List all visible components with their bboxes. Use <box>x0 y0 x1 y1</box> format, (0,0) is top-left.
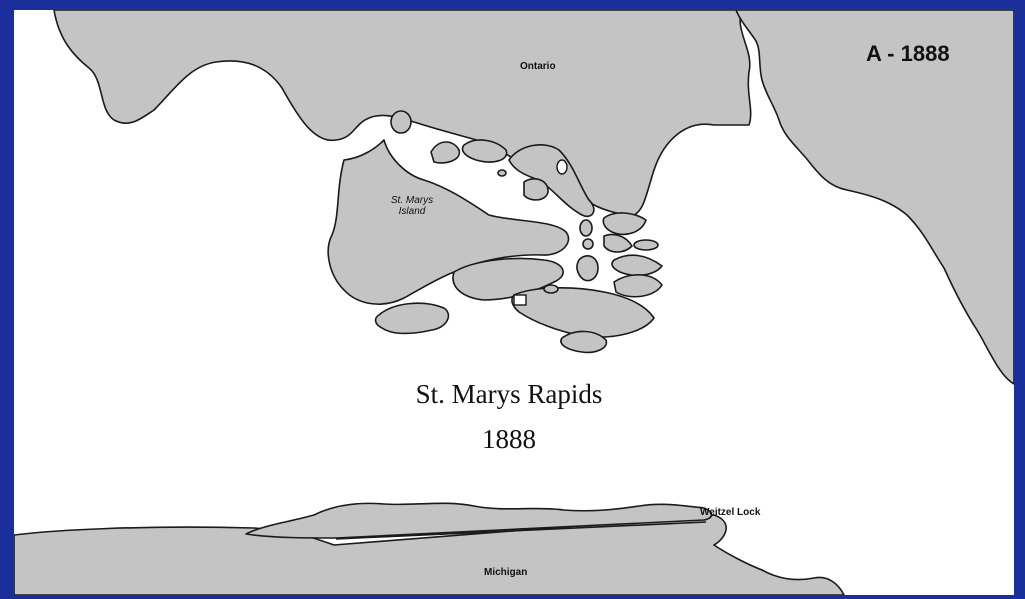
islet-18 <box>374 302 450 335</box>
weitzel-lock-channel <box>335 521 707 540</box>
map-frame: A - 1888 Ontario St. Marys Island St. Ma… <box>14 10 1014 595</box>
islet-7 <box>579 219 593 237</box>
islet-1 <box>390 110 412 134</box>
islet-9 <box>602 212 647 236</box>
islet-4-pond <box>556 159 568 175</box>
islet-5 <box>523 178 549 201</box>
st-marys-island <box>327 139 570 305</box>
islet-12 <box>611 254 663 277</box>
island-label-line2: Island <box>398 206 426 217</box>
islet-14 <box>613 274 663 298</box>
lock-basin <box>513 294 527 306</box>
islet-13 <box>576 255 599 282</box>
canal-north-bank <box>245 502 713 539</box>
islet-10 <box>603 233 633 253</box>
michigan-landmass <box>14 514 845 595</box>
michigan-label: Michigan <box>484 567 528 578</box>
ontario-landmass-east <box>735 10 1014 385</box>
islet-6 <box>497 169 507 177</box>
islet-3 <box>461 139 508 163</box>
map-id-label: A - 1888 <box>866 41 950 66</box>
rapids-map <box>14 10 1014 595</box>
ontario-label: Ontario <box>520 61 556 72</box>
weitzel-lock-label: Weitzel Lock <box>700 507 761 518</box>
map-title: St. Marys Rapids <box>415 379 603 409</box>
islet-2 <box>430 141 461 164</box>
islet-17 <box>543 284 559 294</box>
islet-8 <box>582 238 594 250</box>
island-label-line1: St. Marys <box>390 195 434 206</box>
islet-16 <box>511 287 655 338</box>
islet-19 <box>560 330 608 354</box>
island-label: St. Marys Island <box>382 195 442 217</box>
islet-11 <box>633 239 659 251</box>
map-year: 1888 <box>482 424 536 454</box>
